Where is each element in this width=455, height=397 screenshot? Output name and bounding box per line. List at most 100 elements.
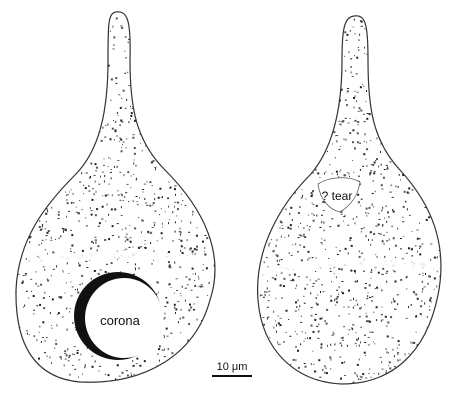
particle bbox=[373, 180, 374, 182]
particle bbox=[394, 144, 396, 146]
particle bbox=[387, 232, 388, 233]
particle bbox=[48, 16, 50, 17]
particle bbox=[152, 131, 153, 132]
particle bbox=[334, 83, 335, 85]
particle bbox=[46, 221, 47, 222]
particle bbox=[150, 232, 152, 234]
particle bbox=[283, 202, 285, 204]
particle bbox=[74, 101, 75, 103]
particle bbox=[262, 76, 263, 77]
particle bbox=[303, 296, 304, 297]
particle bbox=[276, 87, 278, 89]
particle bbox=[64, 364, 65, 366]
particle bbox=[182, 149, 183, 151]
particle bbox=[21, 86, 22, 87]
particle bbox=[298, 237, 300, 238]
particle bbox=[74, 63, 76, 65]
particle bbox=[383, 177, 385, 179]
particle bbox=[414, 52, 415, 53]
particle bbox=[300, 235, 302, 237]
particle bbox=[170, 386, 171, 387]
particle bbox=[169, 153, 171, 154]
particle bbox=[22, 182, 24, 184]
particle bbox=[429, 309, 430, 311]
particle bbox=[57, 25, 59, 26]
particle bbox=[95, 170, 97, 171]
particle bbox=[25, 32, 27, 34]
particle bbox=[281, 236, 282, 238]
particle bbox=[52, 59, 54, 61]
particle bbox=[137, 101, 138, 102]
particle bbox=[291, 190, 292, 192]
particle bbox=[38, 358, 40, 360]
particle bbox=[296, 149, 297, 150]
particle bbox=[146, 181, 147, 182]
particle bbox=[191, 290, 193, 291]
particle bbox=[429, 139, 431, 141]
particle bbox=[180, 240, 182, 242]
particle bbox=[272, 160, 274, 162]
particle bbox=[70, 251, 72, 252]
particle bbox=[324, 36, 326, 37]
particle bbox=[421, 163, 423, 164]
particle bbox=[286, 375, 287, 376]
particle bbox=[311, 382, 313, 384]
particle bbox=[125, 249, 127, 250]
particle bbox=[46, 239, 47, 240]
particle bbox=[319, 227, 321, 228]
particle bbox=[305, 338, 306, 339]
particle bbox=[102, 195, 103, 196]
particle bbox=[379, 112, 380, 114]
particle bbox=[290, 364, 291, 365]
particle bbox=[303, 246, 305, 248]
particle bbox=[130, 106, 131, 107]
particle bbox=[68, 52, 69, 54]
particle bbox=[360, 110, 362, 112]
particle bbox=[430, 369, 432, 370]
particle bbox=[267, 344, 269, 345]
particle bbox=[49, 76, 50, 78]
particle bbox=[392, 31, 393, 33]
particle bbox=[306, 130, 307, 131]
particle bbox=[167, 134, 168, 135]
particle bbox=[364, 53, 365, 54]
particle bbox=[147, 115, 149, 117]
particle bbox=[137, 204, 139, 205]
particle bbox=[169, 266, 171, 268]
particle bbox=[268, 195, 270, 197]
particle bbox=[168, 206, 169, 208]
particle bbox=[368, 29, 369, 30]
particle bbox=[395, 107, 396, 108]
particle bbox=[68, 123, 69, 124]
particle bbox=[369, 207, 371, 209]
particle bbox=[391, 75, 392, 77]
particle bbox=[310, 157, 311, 159]
particle bbox=[190, 109, 192, 111]
particle bbox=[443, 107, 444, 109]
particle bbox=[406, 31, 408, 32]
particle bbox=[270, 192, 272, 194]
particle bbox=[308, 251, 310, 253]
particle bbox=[407, 276, 408, 278]
particle bbox=[93, 127, 95, 129]
particle bbox=[20, 195, 21, 197]
particle bbox=[440, 218, 442, 219]
particle bbox=[292, 39, 294, 40]
particle bbox=[311, 195, 313, 197]
particle bbox=[174, 307, 175, 309]
particle bbox=[123, 174, 124, 176]
particle bbox=[301, 189, 302, 190]
particle bbox=[219, 88, 220, 89]
particle bbox=[376, 63, 377, 64]
particle bbox=[256, 111, 257, 113]
particle bbox=[258, 361, 260, 363]
particle bbox=[211, 220, 213, 222]
particle bbox=[107, 194, 109, 195]
particle bbox=[22, 94, 23, 95]
particle bbox=[445, 210, 446, 211]
particle bbox=[444, 61, 446, 63]
particle bbox=[47, 151, 48, 153]
particle bbox=[346, 40, 348, 41]
particle bbox=[364, 121, 366, 122]
particle bbox=[87, 64, 89, 65]
